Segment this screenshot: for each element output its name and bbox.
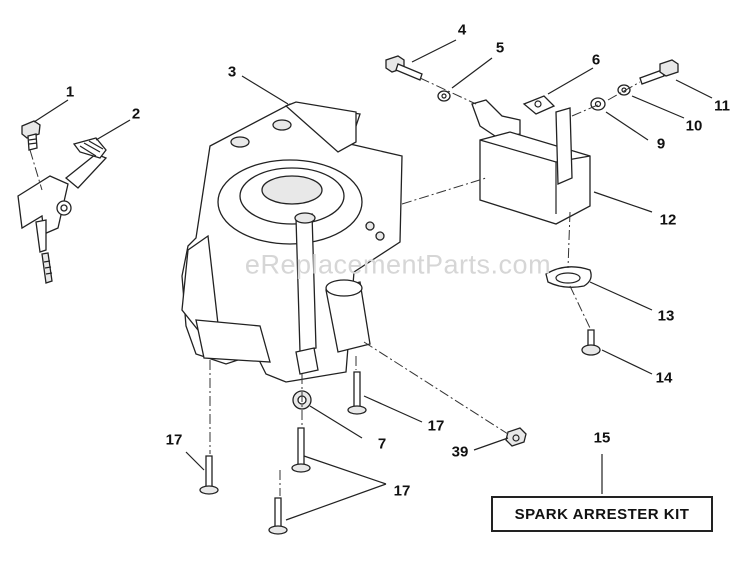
callout-11: 11	[714, 97, 730, 115]
part-17-bolt-a	[347, 371, 367, 415]
part-1-bolt	[21, 120, 41, 151]
part-17-bolt-c	[199, 455, 219, 495]
callout-9: 9	[656, 135, 666, 153]
callout-17-bottom: 17	[393, 482, 411, 500]
part-2-throttle-control	[17, 137, 108, 284]
assembly-lines	[29, 77, 641, 496]
part-6-gasket	[522, 95, 556, 115]
part-17-bolt-d	[268, 497, 288, 535]
part-14-bolt	[581, 329, 601, 356]
part-39-nut	[505, 427, 527, 447]
callout-13: 13	[657, 307, 675, 325]
part-10-lock-washer	[617, 84, 631, 96]
callout-4: 4	[457, 21, 467, 39]
part-11-bolt	[639, 59, 679, 85]
part-17-bolt-b	[291, 427, 311, 473]
callout-15: 15	[593, 429, 611, 447]
callout-10: 10	[685, 117, 703, 135]
callout-6: 6	[591, 51, 601, 69]
part-3-engine	[181, 101, 403, 383]
part-5-washer	[437, 90, 451, 102]
callout-7: 7	[377, 435, 387, 453]
part-4-bolt	[385, 55, 423, 81]
leader-lines	[33, 39, 713, 521]
callout-12: 12	[659, 211, 677, 229]
watermark-text: eReplacementParts.com	[244, 249, 552, 280]
callout-1: 1	[65, 83, 75, 101]
part-12-muffler	[471, 99, 591, 225]
callout-17-left: 17	[165, 431, 183, 449]
callout-14: 14	[655, 369, 673, 387]
callout-39: 39	[451, 443, 469, 461]
callout-3: 3	[227, 63, 237, 81]
spark-arrester-kit-box: SPARK ARRESTER KIT	[491, 496, 713, 532]
part-9-washer	[590, 97, 606, 111]
callout-2: 2	[131, 105, 141, 123]
spark-arrester-kit-label: SPARK ARRESTER KIT	[514, 505, 690, 523]
callout-5: 5	[495, 39, 505, 57]
part-13-spark-arrester	[545, 266, 592, 288]
callout-17-right: 17	[427, 417, 445, 435]
